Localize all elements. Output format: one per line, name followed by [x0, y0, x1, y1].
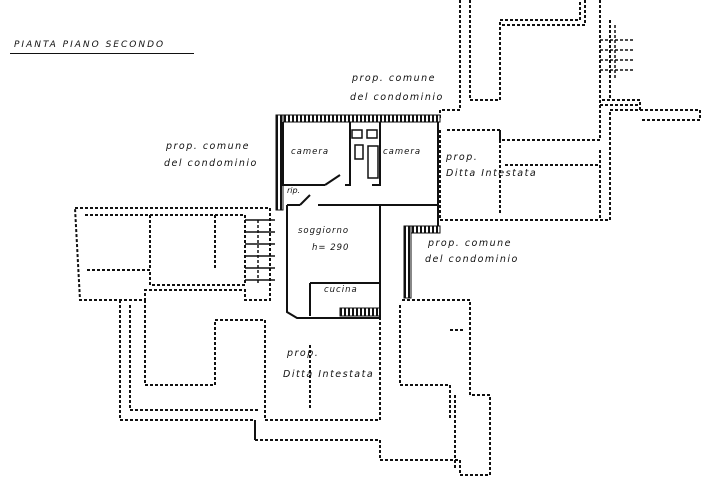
neighbour-outlines	[73, 0, 701, 476]
room-camera-left: camera	[291, 147, 330, 157]
room-soggiorno: soggiorno	[298, 226, 350, 236]
plan-title: PIANTA PIANO SECONDO	[14, 40, 166, 50]
title-underline	[10, 53, 194, 54]
label-common-top-1: prop. comune	[352, 73, 436, 84]
label-ditta-right-1: prop.	[446, 152, 479, 163]
staircase	[245, 25, 635, 285]
label-common-right-2: del condominio	[425, 254, 519, 265]
room-height: h= 290	[312, 243, 350, 253]
label-ditta-bottom-2: Ditta Intestata	[283, 369, 375, 380]
label-common-top-2: del condominio	[350, 92, 444, 103]
room-cucina: cucina	[324, 285, 358, 295]
label-ditta-right-2: Ditta Intestata	[446, 168, 538, 179]
label-common-left-2: del condominio	[164, 158, 258, 169]
room-ripostiglio: rip.	[287, 186, 301, 195]
room-camera-right: camera	[383, 147, 422, 157]
label-common-right-1: prop. comune	[428, 238, 512, 249]
label-ditta-bottom-1: prop.	[287, 348, 320, 359]
apartment-walls	[275, 114, 441, 319]
label-common-left-1: prop. comune	[166, 141, 250, 152]
